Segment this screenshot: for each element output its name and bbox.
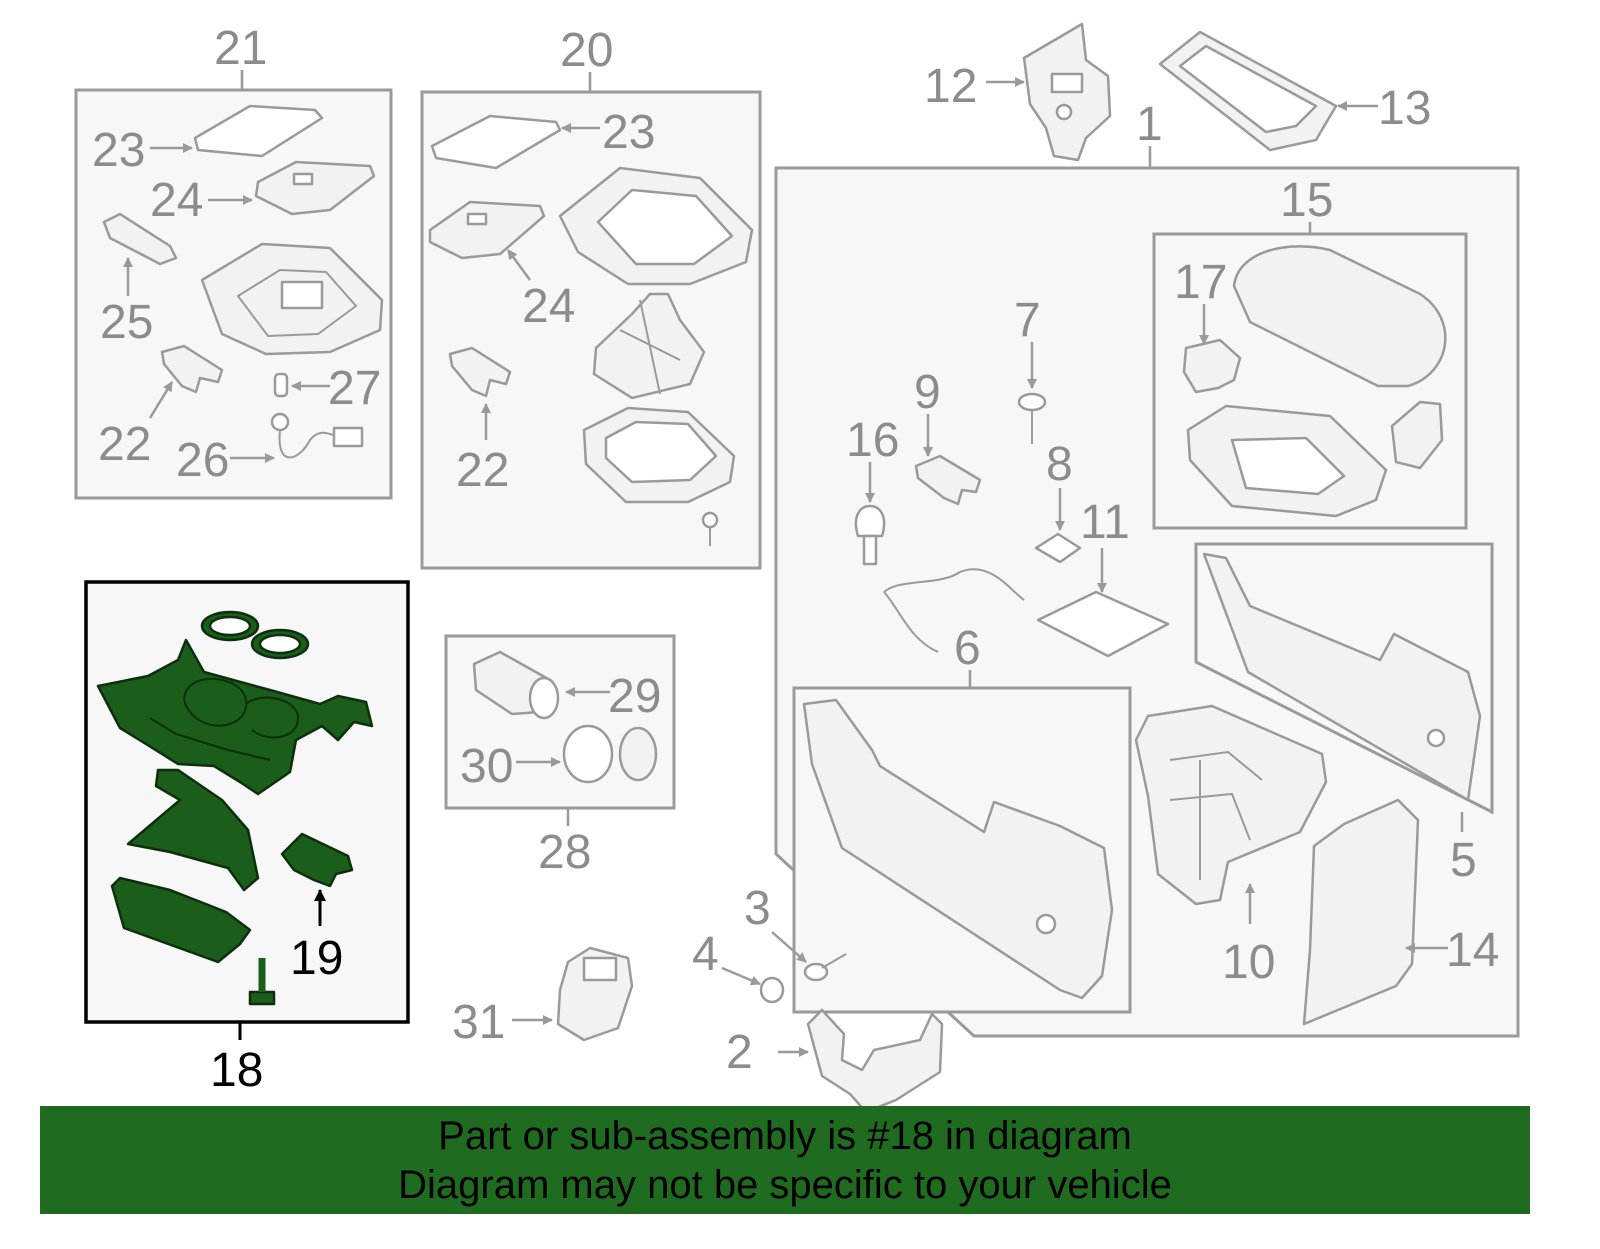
callout-25: 25 bbox=[100, 296, 153, 349]
callout-23b: 23 bbox=[602, 106, 655, 159]
group-28: 28 29 30 bbox=[444, 634, 676, 879]
group-20: 20 23 24 22 bbox=[420, 24, 762, 570]
group-1: 1 15 17 7 9 16 8 11 bbox=[774, 98, 1520, 1038]
callout-31: 31 bbox=[452, 996, 505, 1049]
callout-17: 17 bbox=[1174, 256, 1227, 309]
info-banner: Part or sub-assembly is #18 in diagram D… bbox=[40, 1106, 1530, 1214]
callout-8: 8 bbox=[1046, 438, 1073, 491]
callout-20: 20 bbox=[560, 24, 613, 77]
callout-29: 29 bbox=[608, 670, 661, 723]
callout-23a: 23 bbox=[92, 124, 145, 177]
callout-24b: 24 bbox=[522, 280, 575, 333]
callout-27: 27 bbox=[328, 362, 381, 415]
callout-10: 10 bbox=[1222, 936, 1275, 989]
callout-13: 13 bbox=[1378, 82, 1431, 135]
group-loose-parts: 3 4 2 31 bbox=[452, 882, 944, 1114]
callout-19: 19 bbox=[290, 932, 343, 985]
group-18-highlighted: 18 19 bbox=[84, 580, 410, 1097]
callout-4: 4 bbox=[692, 928, 719, 981]
callout-14: 14 bbox=[1446, 924, 1499, 977]
callout-18: 18 bbox=[210, 1044, 263, 1097]
callout-22b: 22 bbox=[456, 444, 509, 497]
callout-26: 26 bbox=[176, 434, 229, 487]
callout-30: 30 bbox=[460, 740, 513, 793]
callout-3: 3 bbox=[744, 882, 771, 935]
callout-16: 16 bbox=[846, 414, 899, 467]
callout-9: 9 bbox=[914, 366, 941, 419]
callout-15: 15 bbox=[1280, 174, 1333, 227]
callout-12: 12 bbox=[924, 60, 977, 113]
callout-7: 7 bbox=[1014, 294, 1041, 347]
group-21: 21 23 24 25 22 27 26 bbox=[74, 22, 393, 500]
callout-11: 11 bbox=[1080, 496, 1130, 549]
group-12-13: 12 13 bbox=[924, 22, 1431, 162]
callout-5: 5 bbox=[1450, 834, 1477, 887]
callout-2: 2 bbox=[726, 1026, 753, 1079]
banner-line-1: Part or sub-assembly is #18 in diagram bbox=[438, 1114, 1132, 1158]
callout-6: 6 bbox=[954, 622, 981, 675]
callout-21: 21 bbox=[214, 22, 267, 75]
callout-22a: 22 bbox=[98, 418, 151, 471]
banner-line-2: Diagram may not be specific to your vehi… bbox=[398, 1163, 1172, 1207]
callout-28: 28 bbox=[538, 826, 591, 879]
callout-1: 1 bbox=[1136, 98, 1163, 151]
callout-24a: 24 bbox=[150, 174, 203, 227]
